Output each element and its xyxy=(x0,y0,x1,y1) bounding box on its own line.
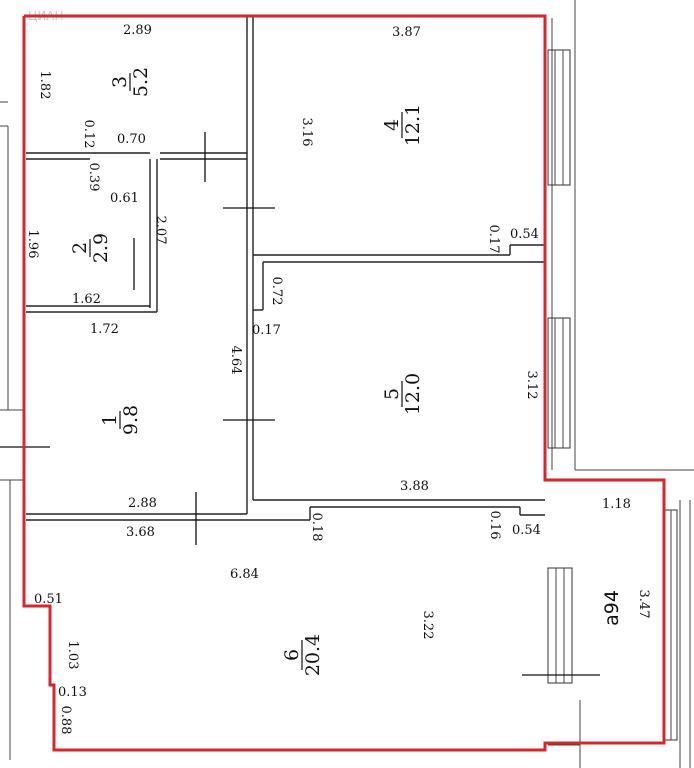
dim-label: 1.96 xyxy=(25,230,40,259)
room-area: 5.2 xyxy=(130,67,152,97)
dim-label: 3.22 xyxy=(420,611,435,640)
dim-label: 4.64 xyxy=(228,346,243,375)
room-2-label: 2 2.9 xyxy=(69,233,112,263)
dim-label: 0.70 xyxy=(117,132,146,147)
dim-label: 0.39 xyxy=(86,163,101,192)
dim-label: 2.88 xyxy=(128,496,157,511)
interior-walls xyxy=(26,16,545,521)
dim-label: 3.47 xyxy=(636,590,651,619)
dim-label: 0.17 xyxy=(252,323,281,338)
room-area: 2.9 xyxy=(90,233,112,263)
dim-label: 1.03 xyxy=(65,641,80,670)
dim-label: 3.12 xyxy=(524,371,539,400)
dim-label: 3.88 xyxy=(400,479,429,494)
room-4-label: 4 12.1 xyxy=(381,104,424,146)
dim-label: 1.72 xyxy=(90,322,119,337)
door-markers xyxy=(0,132,600,676)
room-area: 9.8 xyxy=(120,405,142,435)
room-area: 12.0 xyxy=(402,373,424,415)
dim-label: 2.89 xyxy=(123,23,152,38)
dimension-labels-vertical: 1.82 3.16 0.12 0.39 2.07 0.17 1.96 0.72 … xyxy=(25,71,651,735)
dimension-labels: 2.89 3.87 0.70 0.61 0.54 1.62 1.72 0.17 … xyxy=(34,23,631,700)
dim-label: 3.68 xyxy=(126,525,155,540)
dim-label: 3.87 xyxy=(392,25,421,40)
dim-label: 0.18 xyxy=(309,513,324,542)
windows xyxy=(547,49,678,741)
room-number: 1 xyxy=(99,414,121,426)
room-number: 3 xyxy=(109,76,131,88)
room-number: 2 xyxy=(69,242,91,254)
dim-label: 6.84 xyxy=(230,567,259,582)
room-5-label: 5 12.0 xyxy=(381,373,424,415)
room-number: 4 xyxy=(381,119,403,131)
room-area: 12.1 xyxy=(402,104,424,146)
room-3-label: 3 5.2 xyxy=(109,67,152,97)
dim-label: 0.54 xyxy=(510,227,539,242)
dim-label: 1.82 xyxy=(37,71,52,100)
room-area: 20.4 xyxy=(302,634,324,676)
dim-label: 0.54 xyxy=(512,523,541,538)
dim-label: 3.16 xyxy=(299,118,314,147)
dim-label: 0.13 xyxy=(58,685,87,700)
dim-label: 0.88 xyxy=(58,706,73,735)
dim-label: 1.62 xyxy=(72,292,101,307)
dim-label: 0.72 xyxy=(269,277,284,306)
dim-label: 0.51 xyxy=(34,592,63,607)
dim-label: 0.17 xyxy=(486,225,501,254)
apartment-outline xyxy=(22,14,666,752)
dim-label: 0.16 xyxy=(487,511,502,540)
dim-label: 1.18 xyxy=(602,497,631,512)
room-number: 5 xyxy=(381,388,403,400)
balcony-label: а94 xyxy=(601,590,623,626)
room-1-label: 1 9.8 xyxy=(99,405,142,435)
room-number: 6 xyxy=(281,649,303,661)
dim-label: 0.12 xyxy=(81,120,96,149)
dim-label: 0.61 xyxy=(110,191,139,206)
room-6-label: 6 20.4 xyxy=(281,634,324,676)
dim-label: 2.07 xyxy=(153,216,168,245)
